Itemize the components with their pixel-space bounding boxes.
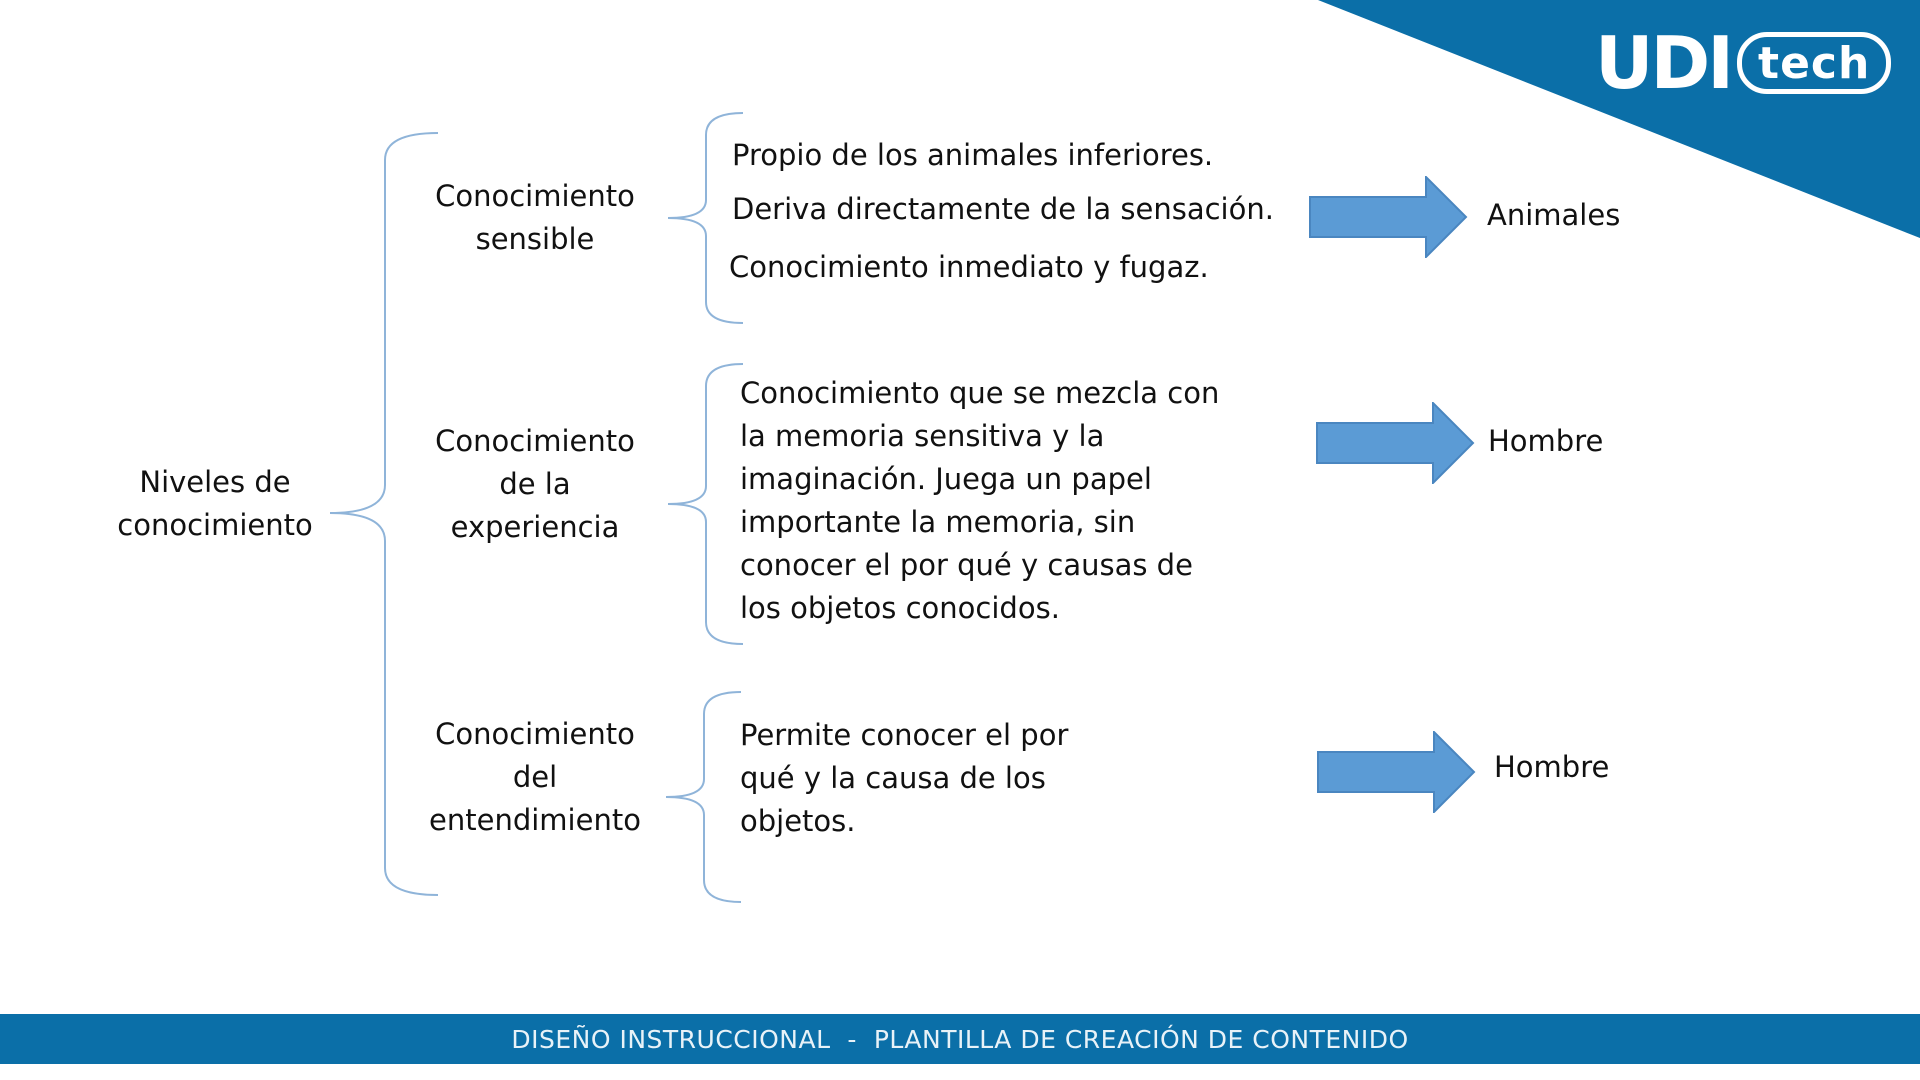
level-3-arrow	[1317, 731, 1476, 813]
level-2-description-line-5: conocer el por qué y causas de	[740, 548, 1193, 582]
level-2-description-line-3: imaginación. Juega un papel	[740, 462, 1152, 496]
level-2-bracket	[667, 363, 744, 645]
logo-tag: tech	[1737, 32, 1892, 94]
level-1-description-line-3: Conocimiento inmediato y fugaz.	[729, 250, 1209, 284]
level-3-arrow-shape	[1317, 731, 1476, 813]
root-bracket	[329, 132, 439, 896]
root-node: Niveles de conocimiento	[100, 461, 330, 547]
level-2-title-line-2: de la	[499, 467, 571, 501]
level-2-description-line-1: Conocimiento que se mezcla con	[740, 376, 1220, 410]
level-2-arrow-shape	[1316, 402, 1475, 484]
level-3-result: Hombre	[1494, 750, 1610, 784]
level-3-bracket	[665, 691, 742, 903]
level-1-bracket	[667, 112, 744, 324]
level-1-title: Conocimiento sensible	[415, 175, 655, 261]
level-2-description-line-4: importante la memoria, sin	[740, 505, 1136, 539]
footer-bar: DISEÑO INSTRUCCIONAL - PLANTILLA DE CREA…	[0, 1014, 1920, 1064]
level-3-description-line-1: Permite conocer el por	[740, 718, 1069, 752]
level-3-description-line-2: qué y la causa de los	[740, 761, 1046, 795]
level-2-description-line-2: la memoria sensitiva y la	[740, 419, 1105, 453]
level-1-description: Propio de los animales inferiores. Deriv…	[729, 138, 1274, 284]
level-3-title-line-1: Conocimiento	[435, 717, 635, 751]
level-3-title-line-3: entendimiento	[429, 803, 641, 837]
level-3-title: Conocimiento del entendimiento	[415, 713, 655, 842]
brand-logo: UDI tech	[1595, 21, 1892, 105]
root-label-line-1: Niveles de	[139, 465, 291, 499]
level-1-arrow	[1309, 176, 1468, 258]
level-2-description: Conocimiento que se mezcla con la memori…	[740, 372, 1219, 630]
logo-main-text: UDI	[1595, 21, 1734, 105]
level-1-description-line-2: Deriva directamente de la sensación.	[732, 192, 1274, 226]
level-2-title: Conocimiento de la experiencia	[415, 420, 655, 549]
level-3-description-line-3: objetos.	[740, 804, 856, 838]
level-1-description-line-1: Propio de los animales inferiores.	[732, 138, 1214, 172]
level-2-result: Hombre	[1488, 424, 1604, 458]
root-label-line-2: conocimiento	[117, 508, 313, 542]
level-2-title-line-1: Conocimiento	[435, 424, 635, 458]
level-3-description: Permite conocer el por qué y la causa de…	[740, 714, 1068, 843]
level-2-title-line-3: experiencia	[450, 510, 620, 544]
level-3-title-line-2: del	[512, 760, 558, 794]
level-2-arrow	[1316, 402, 1475, 484]
footer-text: DISEÑO INSTRUCCIONAL - PLANTILLA DE CREA…	[511, 1024, 1409, 1054]
level-2-description-line-6: los objetos conocidos.	[740, 591, 1060, 625]
level-1-title-line-2: sensible	[475, 222, 595, 256]
level-1-arrow-shape	[1309, 176, 1468, 258]
level-1-result: Animales	[1487, 198, 1621, 232]
level-1-title-line-1: Conocimiento	[435, 179, 635, 213]
